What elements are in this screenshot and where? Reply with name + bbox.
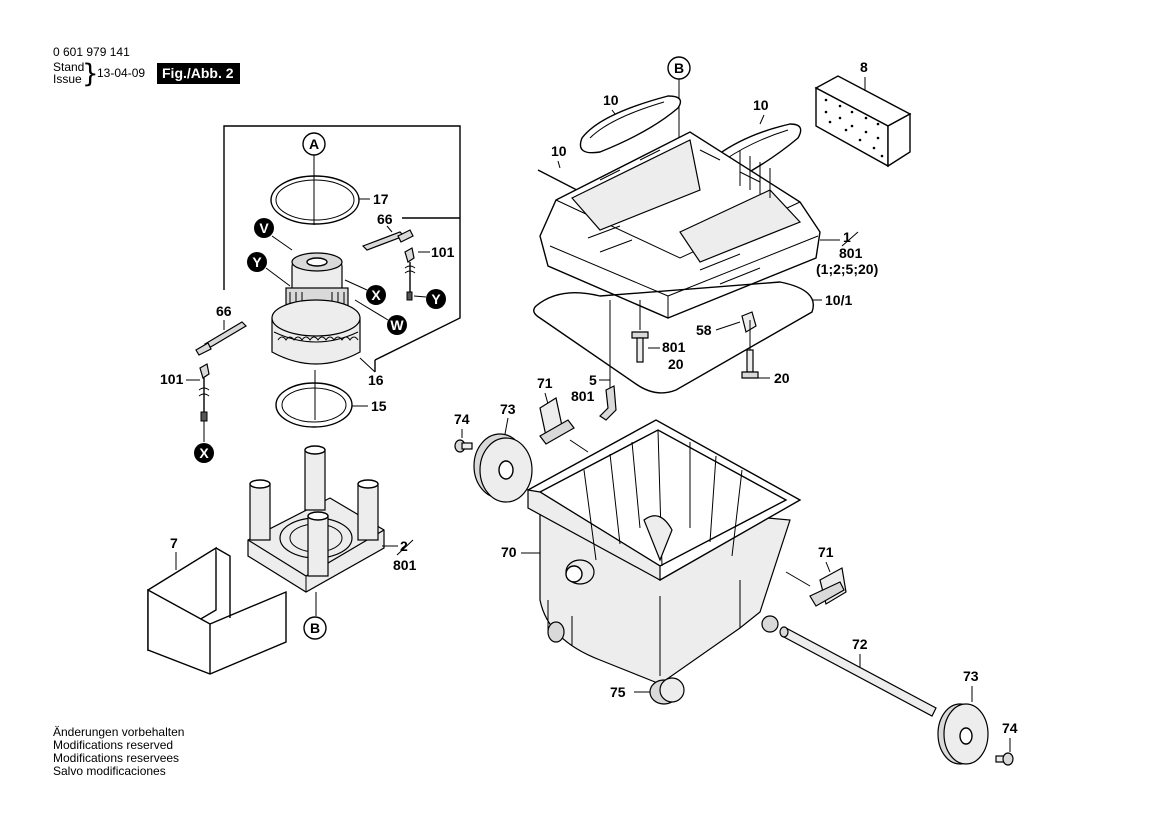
svg-text:73: 73 <box>500 401 516 417</box>
clip-71-right: 71 <box>785 544 847 607</box>
motor-group-frame <box>223 125 461 372</box>
footer-notes: Änderungen vorbehalten Modifications res… <box>53 726 184 778</box>
container-70: 70 <box>501 419 802 685</box>
svg-text:15: 15 <box>371 398 387 414</box>
wheel-73-left: 73 <box>473 401 533 503</box>
svg-text:801: 801 <box>571 388 595 404</box>
svg-text:72: 72 <box>852 636 868 652</box>
callout-x-mid: X <box>344 279 386 305</box>
svg-text:74: 74 <box>1002 720 1018 736</box>
latch-5: 5 801 <box>571 300 617 421</box>
stand-label: Stand <box>53 60 85 74</box>
svg-text:74: 74 <box>454 411 470 427</box>
clip-71-top: 71 <box>537 375 589 453</box>
svg-text:10: 10 <box>551 143 567 159</box>
footer-line: Salvo modificaciones <box>53 764 166 778</box>
callout-y-right: Y <box>413 289 446 309</box>
figure-label: Fig./Abb. 2 <box>157 63 240 84</box>
connector-66-left: 66 <box>195 303 247 356</box>
svg-text:73: 73 <box>963 668 979 684</box>
svg-text:Y: Y <box>431 291 441 307</box>
svg-text:A: A <box>309 136 319 152</box>
svg-text:20: 20 <box>774 370 790 386</box>
screw-801-20: 801 20 <box>631 300 686 372</box>
callout-w: W <box>354 299 407 335</box>
filter-element-7: 7 <box>147 535 287 675</box>
callout-y-left: Y <box>247 252 291 287</box>
callout-v: V <box>254 218 293 251</box>
svg-text:10/1: 10/1 <box>825 292 852 308</box>
svg-text:101: 101 <box>160 371 184 387</box>
svg-text:W: W <box>390 317 404 333</box>
issue-date: 13-04-09 <box>97 66 146 80</box>
part-number: 0 601 979 141 <box>53 45 130 59</box>
svg-text:X: X <box>371 287 381 303</box>
footer-line: Modifications reservees <box>53 751 180 765</box>
svg-text:17: 17 <box>373 191 389 207</box>
svg-text:B: B <box>674 60 684 76</box>
seal-10-1: 10/1 <box>533 281 852 394</box>
cap-74-right: 74 <box>995 720 1018 766</box>
gasket-10-a: 10 <box>579 92 682 154</box>
probe-101-top: 101 <box>404 244 455 301</box>
connector-66-top: 66 <box>361 211 414 251</box>
svg-text:2: 2 <box>400 538 408 554</box>
svg-text:70: 70 <box>501 544 517 560</box>
svg-text:20: 20 <box>668 356 684 372</box>
svg-text:1: 1 <box>843 229 851 245</box>
brace-icon: } <box>82 59 99 89</box>
svg-text:71: 71 <box>818 544 834 560</box>
svg-text:10: 10 <box>753 97 769 113</box>
svg-text:801: 801 <box>662 339 686 355</box>
motor-16: 16 <box>271 252 384 388</box>
svg-text:58: 58 <box>696 322 712 338</box>
castor-75: 75 <box>610 677 685 705</box>
axle-72: 72 <box>779 626 937 717</box>
svg-text:V: V <box>259 220 269 236</box>
svg-text:71: 71 <box>537 375 553 391</box>
callout-a: A <box>302 132 326 225</box>
svg-text:66: 66 <box>377 211 393 227</box>
issue-label: Issue <box>53 72 82 86</box>
svg-text:101: 101 <box>431 244 455 260</box>
footer-line: Änderungen vorbehalten <box>53 725 185 739</box>
foam-block-8: 8 <box>814 59 912 168</box>
callout-b-bottom: B <box>303 616 327 640</box>
svg-text:(1;2;5;20): (1;2;5;20) <box>816 261 878 277</box>
svg-text:10: 10 <box>603 92 619 108</box>
svg-text:7: 7 <box>170 535 178 551</box>
svg-text:75: 75 <box>610 684 626 700</box>
svg-text:Y: Y <box>252 254 262 270</box>
footer-line: Modifications reserved <box>53 738 174 752</box>
svg-text:8: 8 <box>860 59 868 75</box>
clip-58: 58 <box>696 311 757 338</box>
seal-ring-15: 15 <box>275 370 387 428</box>
svg-text:801: 801 <box>393 557 417 573</box>
cap-74-left: 74 <box>454 411 473 453</box>
svg-text:5: 5 <box>589 372 597 388</box>
svg-text:X: X <box>199 445 209 461</box>
callout-x-bottom: X <box>194 443 214 463</box>
lid-1: 1 801 (1;2;5;20) <box>539 131 878 319</box>
filter-base-2: 2 801 <box>247 445 417 616</box>
svg-text:16: 16 <box>368 372 384 388</box>
svg-text:801: 801 <box>839 245 863 261</box>
screw-20: 20 <box>741 320 790 386</box>
svg-text:B: B <box>310 620 320 636</box>
wheel-73-right: 73 <box>937 668 989 765</box>
probe-101-left: 101 <box>160 363 210 442</box>
svg-text:66: 66 <box>216 303 232 319</box>
seal-ring-17: 17 <box>270 175 389 225</box>
